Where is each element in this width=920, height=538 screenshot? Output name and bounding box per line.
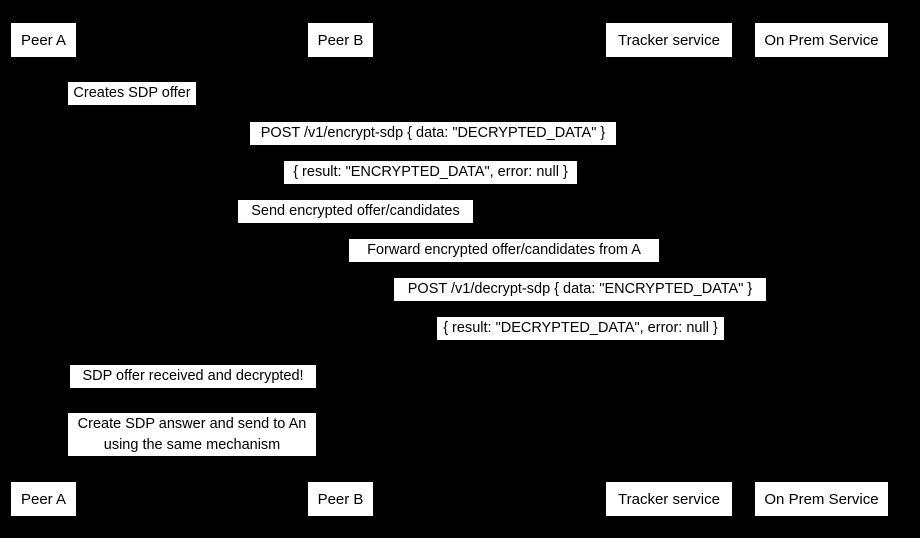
arrow-decrypt-sdp-result [340, 342, 821, 343]
arrow-encrypt-sdp-result [43, 186, 821, 187]
arrow-create-sdp-answer [43, 458, 83, 459]
participant-footer-tracker-service-label: Tracker service [618, 490, 720, 508]
participant-header-peer-a[interactable]: Peer A [10, 22, 77, 58]
arrow-post-encrypt-sdp [43, 147, 821, 148]
arrow-forward-encrypted-offer [340, 264, 669, 265]
participant-header-tracker-service[interactable]: Tracker service [605, 22, 733, 58]
participant-footer-on-prem-service[interactable]: On Prem Service [754, 481, 889, 517]
arrow-sdp-offer-received [43, 391, 83, 392]
lifeline-tracker-service [669, 58, 670, 481]
participant-header-peer-a-label: Peer A [20, 31, 67, 49]
message-encrypt-sdp-result[interactable]: { result: "ENCRYPTED_DATA", error: null … [284, 161, 577, 184]
lifeline-on-prem-service [821, 58, 822, 481]
message-sdp-offer-received[interactable]: SDP offer received and decrypted! [70, 365, 316, 388]
participant-header-peer-b-label: Peer B [317, 31, 364, 49]
participant-footer-on-prem-service-label: On Prem Service [764, 490, 879, 508]
participant-footer-peer-b[interactable]: Peer B [307, 481, 374, 517]
participant-footer-peer-a-label: Peer A [20, 490, 67, 508]
message-decrypt-sdp-result[interactable]: { result: "DECRYPTED_DATA", error: null … [437, 317, 724, 340]
participant-footer-peer-b-label: Peer B [317, 490, 364, 508]
participant-header-peer-b[interactable]: Peer B [307, 22, 374, 58]
message-send-encrypted-offer[interactable]: Send encrypted offer/candidates [238, 200, 473, 223]
message-post-decrypt-sdp[interactable]: POST /v1/decrypt-sdp { data: "ENCRYPTED_… [394, 278, 766, 301]
participant-footer-tracker-service[interactable]: Tracker service [605, 481, 733, 517]
arrow-post-decrypt-sdp [340, 303, 821, 304]
participant-header-tracker-service-label: Tracker service [618, 31, 720, 49]
lifeline-peer-a [43, 58, 44, 481]
message-create-sdp-answer[interactable]: Create SDP answer and send to An using t… [68, 413, 316, 456]
lifeline-peer-b [340, 58, 341, 481]
participant-header-on-prem-service-label: On Prem Service [764, 31, 879, 49]
message-post-encrypt-sdp[interactable]: POST /v1/encrypt-sdp { data: "DECRYPTED_… [250, 122, 616, 145]
participant-footer-peer-a[interactable]: Peer A [10, 481, 77, 517]
message-creates-sdp-offer[interactable]: Creates SDP offer [68, 82, 196, 105]
message-forward-encrypted-offer[interactable]: Forward encrypted offer/candidates from … [349, 239, 659, 262]
arrow-send-encrypted-offer [43, 225, 669, 226]
arrow-creates-sdp-offer [43, 108, 83, 109]
participant-header-on-prem-service[interactable]: On Prem Service [754, 22, 889, 58]
